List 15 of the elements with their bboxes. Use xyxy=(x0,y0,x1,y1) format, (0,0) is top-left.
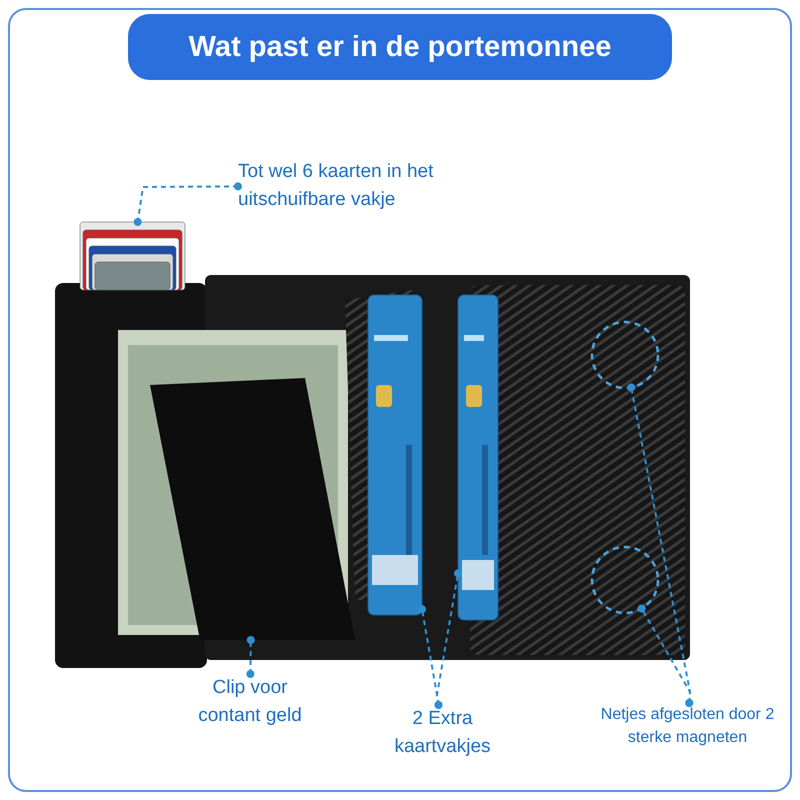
callout-text: Tot wel 6 kaarten in het uitschuifbare vakje xyxy=(238,158,508,214)
card-in-slot xyxy=(368,294,422,616)
card-stack xyxy=(80,222,186,290)
card-in-slot xyxy=(458,294,498,620)
callout-text: Netjes afgesloten door 2 sterke magneten xyxy=(590,703,785,750)
magnet-circle xyxy=(590,546,660,614)
callout-text: 2 Extra kaartvakjes xyxy=(375,705,510,760)
magnet-circle xyxy=(590,320,660,390)
leader-line xyxy=(638,604,694,707)
money-clip xyxy=(150,378,355,640)
callout-text: Clip voor contant geld xyxy=(180,674,320,730)
leader-line xyxy=(134,182,242,226)
leader-line xyxy=(246,636,255,678)
leader-line xyxy=(434,569,462,709)
title-banner: Wat past er in de portemonnee xyxy=(128,14,672,80)
